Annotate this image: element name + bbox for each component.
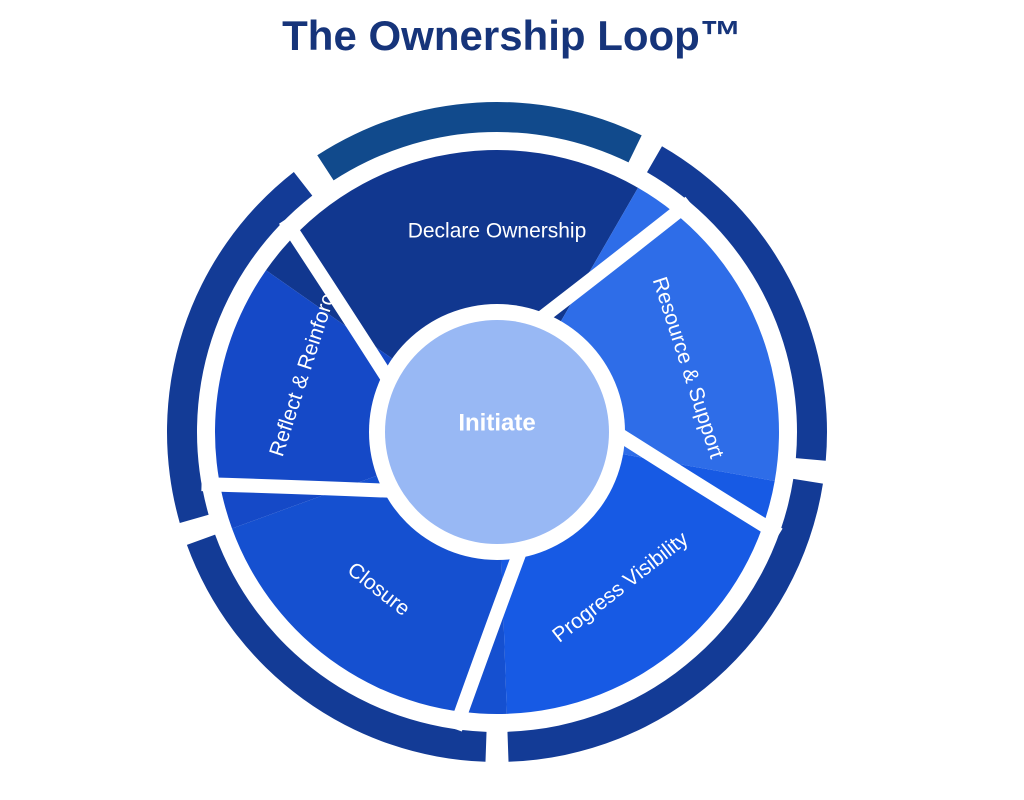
segment-separator (533, 196, 695, 327)
outer-ring-arc-accent (317, 101, 642, 181)
segment-separator (279, 216, 396, 386)
center-hub (385, 320, 609, 544)
outer-ring-arc (167, 171, 313, 523)
diagram-title: The Ownership Loop™ (282, 12, 742, 59)
segment-separator (201, 477, 396, 498)
segment-separator (611, 426, 783, 541)
outer-ring-arc (647, 146, 828, 461)
outer-ring-arc (507, 478, 823, 762)
segment-closure (232, 472, 507, 714)
segment-progress-visibility (501, 452, 775, 714)
outer-ring-arc (186, 534, 487, 762)
segment-label-declare-ownership: Declare Ownership (408, 220, 587, 243)
segment-separator (448, 544, 529, 732)
center-label: Initiate (458, 409, 535, 436)
